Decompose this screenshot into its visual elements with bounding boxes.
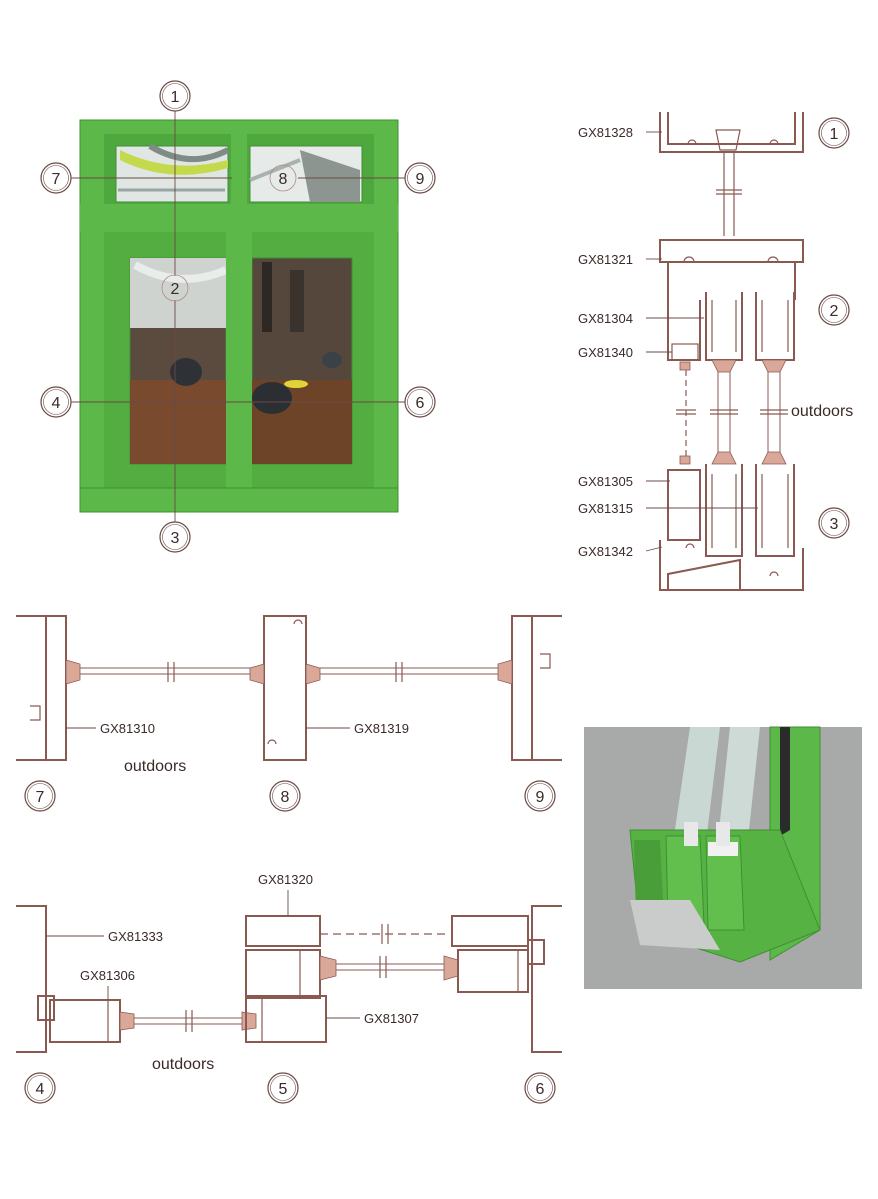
svg-text:1: 1 xyxy=(830,126,839,143)
svg-text:6: 6 xyxy=(536,1081,545,1098)
transom-section-labels: GX81310 GX81319 outdoors xyxy=(66,721,409,775)
part-label: GX81321 xyxy=(578,252,633,267)
vertical-section-labels: GX81328 GX81321 GX81304 GX81340 GX81305 … xyxy=(578,125,853,559)
marker-1-front: 1 xyxy=(159,80,191,112)
part-label: GX81319 xyxy=(354,721,409,736)
part-label: GX81315 xyxy=(578,501,633,516)
svg-text:5: 5 xyxy=(279,1081,288,1098)
part-label: GX81320 xyxy=(258,872,313,887)
sash-section-labels: GX81320 GX81333 GX81306 GX81307 outdoors xyxy=(46,872,419,1073)
outdoors-label: outdoors xyxy=(152,1056,214,1073)
part-label: GX81307 xyxy=(364,1011,419,1026)
transom-horizontal-section xyxy=(16,615,562,761)
marker-9-front: 9 xyxy=(404,162,436,194)
part-label: GX81333 xyxy=(108,929,163,944)
part-label: GX81328 xyxy=(578,125,633,140)
svg-text:2: 2 xyxy=(171,281,180,298)
svg-text:3: 3 xyxy=(830,516,839,533)
marker-9-section: 9 xyxy=(524,780,556,812)
sash-meeting-stile xyxy=(226,232,252,488)
marker-6-front: 6 xyxy=(404,386,436,418)
window-front-view xyxy=(79,119,399,513)
outdoors-label: outdoors xyxy=(791,403,853,420)
svg-text:9: 9 xyxy=(536,789,545,806)
marker-7-section: 7 xyxy=(24,780,56,812)
svg-text:4: 4 xyxy=(52,395,61,412)
part-label: GX81310 xyxy=(100,721,155,736)
marker-8-section: 8 xyxy=(269,780,301,812)
transom-markers: 7 8 9 xyxy=(24,780,556,812)
svg-text:8: 8 xyxy=(281,789,290,806)
svg-text:8: 8 xyxy=(279,171,288,188)
svg-text:6: 6 xyxy=(416,395,425,412)
vertical-section xyxy=(659,112,804,591)
part-label: GX81306 xyxy=(80,968,135,983)
marker-3-front: 3 xyxy=(159,521,191,553)
marker-1-vertical: 1 xyxy=(818,117,850,149)
profile-3d-render xyxy=(584,726,862,989)
svg-text:7: 7 xyxy=(52,171,61,188)
marker-3-vertical: 3 xyxy=(818,507,850,539)
part-label: GX81305 xyxy=(578,474,633,489)
part-label: GX81304 xyxy=(578,311,633,326)
marker-4-section: 4 xyxy=(24,1072,56,1104)
marker-5-section: 5 xyxy=(267,1072,299,1104)
outdoors-label: outdoors xyxy=(124,758,186,775)
marker-4-front: 4 xyxy=(40,386,72,418)
svg-text:9: 9 xyxy=(416,171,425,188)
marker-6-section: 6 xyxy=(524,1072,556,1104)
marker-2-vertical: 2 xyxy=(818,294,850,326)
svg-text:4: 4 xyxy=(36,1081,45,1098)
sash-markers: 4 5 6 xyxy=(24,1072,556,1104)
transom-bar xyxy=(80,204,398,232)
svg-text:3: 3 xyxy=(171,530,180,547)
svg-text:7: 7 xyxy=(36,789,45,806)
svg-text:2: 2 xyxy=(830,303,839,320)
marker-7-front: 7 xyxy=(40,162,72,194)
svg-text:1: 1 xyxy=(171,89,180,106)
part-label: GX81340 xyxy=(578,345,633,360)
front-markers: 1 2 3 7 8 9 4 xyxy=(40,80,436,553)
marker-8-front: 8 xyxy=(269,164,297,192)
part-label: GX81342 xyxy=(578,544,633,559)
sash-horizontal-section xyxy=(16,905,562,1053)
front-view-leaders xyxy=(70,110,406,524)
vertical-markers: 1 2 3 xyxy=(818,117,850,539)
marker-2-front: 2 xyxy=(161,274,189,302)
